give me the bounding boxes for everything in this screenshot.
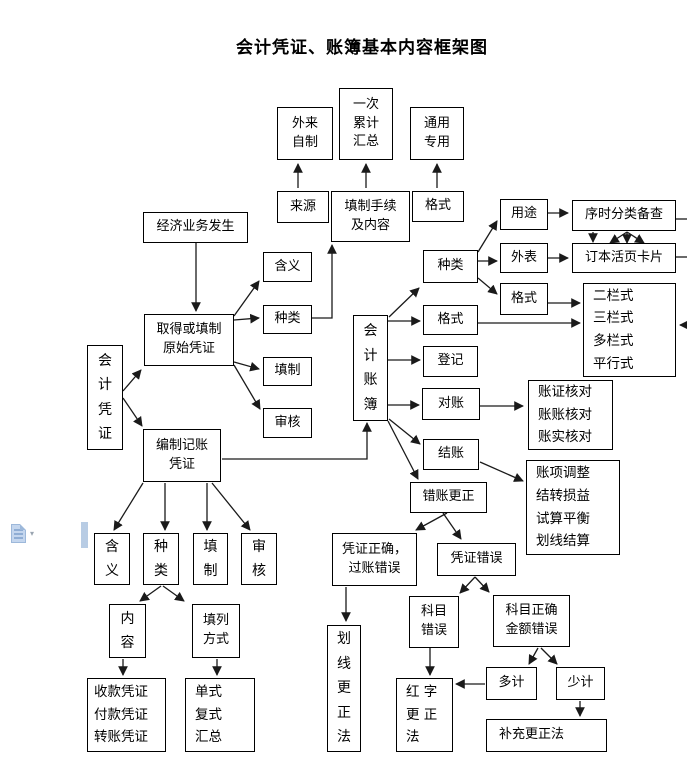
selection-highlight-bar [81,522,88,548]
node-over-count: 多计 [486,667,537,700]
node-closing-items: 账项调整 结转损益 试算平衡 划线结算 [526,460,620,555]
node-redletter-correction-method: 红 字 更 正 法 [396,678,453,752]
node-fill-method: 填列 方式 [192,604,240,658]
node-fill-procedure-content: 填制手续 及内容 [331,191,410,242]
node-format-voucher: 格式 [412,191,464,222]
node-single-double-summary: 单式 复式 汇总 [185,678,255,752]
diagram-title: 会计凭证、账簿基本内容框架图 [236,38,488,58]
node-obtain-original-voucher: 取得或填制 原始凭证 [144,314,234,366]
node-check-methods: 账证核对 账账核对 账实核对 [528,380,613,450]
node-bound-looseleaf-card: 订本活页卡片 [572,243,676,273]
node-error-correction: 错账更正 [410,482,487,513]
node-once-accumulate-summary: 一次 累计 汇总 [339,88,393,160]
node-supplement-correction-method: 补充更正法 [486,719,607,752]
node-type-original: 种类 [263,305,312,334]
node-account-books: 会 计 账 簿 [353,315,388,421]
node-chronological-classified-reference: 序时分类备查 [572,200,676,231]
node-reconcile: 对账 [422,388,480,420]
node-audit-original: 审核 [263,408,312,438]
node-subject-correct-amount-error: 科目正确 金额错误 [493,595,570,647]
node-format-sub: 格式 [500,283,548,315]
node-appearance: 外表 [500,243,548,273]
node-meaning-journal: 含 义 [94,533,130,585]
node-content: 内 容 [109,604,146,658]
node-crossline-correction-method: 划 线 更 正 法 [327,625,361,752]
node-general-special: 通用 专用 [410,107,464,160]
paste-options-button[interactable]: ▾ [11,521,45,545]
node-type-journal: 种 类 [143,533,179,585]
node-fill-original: 填制 [263,357,312,386]
node-prepare-journal-voucher: 编制记账 凭证 [143,429,221,482]
node-column-styles: 二栏式 三栏式 多栏式 平行式 [583,283,676,377]
node-format-books: 格式 [423,305,478,335]
node-under-count: 少计 [556,667,605,700]
node-voucher-error: 凭证错误 [437,543,516,576]
node-voucher-correct-posting-error: 凭证正确， 过账错误 [332,533,417,586]
node-type-books: 种类 [423,250,478,283]
node-meaning-original: 含义 [263,252,312,282]
chevron-down-icon: ▾ [30,528,35,538]
node-subject-error: 科目 错误 [409,596,459,648]
node-economic-business: 经济业务发生 [143,212,248,243]
node-purpose: 用途 [500,199,548,230]
node-accounting-voucher: 会 计 凭 证 [87,345,123,450]
node-audit-journal: 审 核 [241,533,277,585]
clipboard-paste-icon [11,523,26,543]
node-three-voucher-types: 收款凭证 付款凭证 转账凭证 [87,678,166,752]
node-register: 登记 [423,346,478,377]
node-source: 来源 [277,191,329,223]
node-fill-journal: 填 制 [193,533,228,585]
node-closing: 结账 [423,439,479,470]
node-external-selfmade: 外来 自制 [277,107,333,160]
